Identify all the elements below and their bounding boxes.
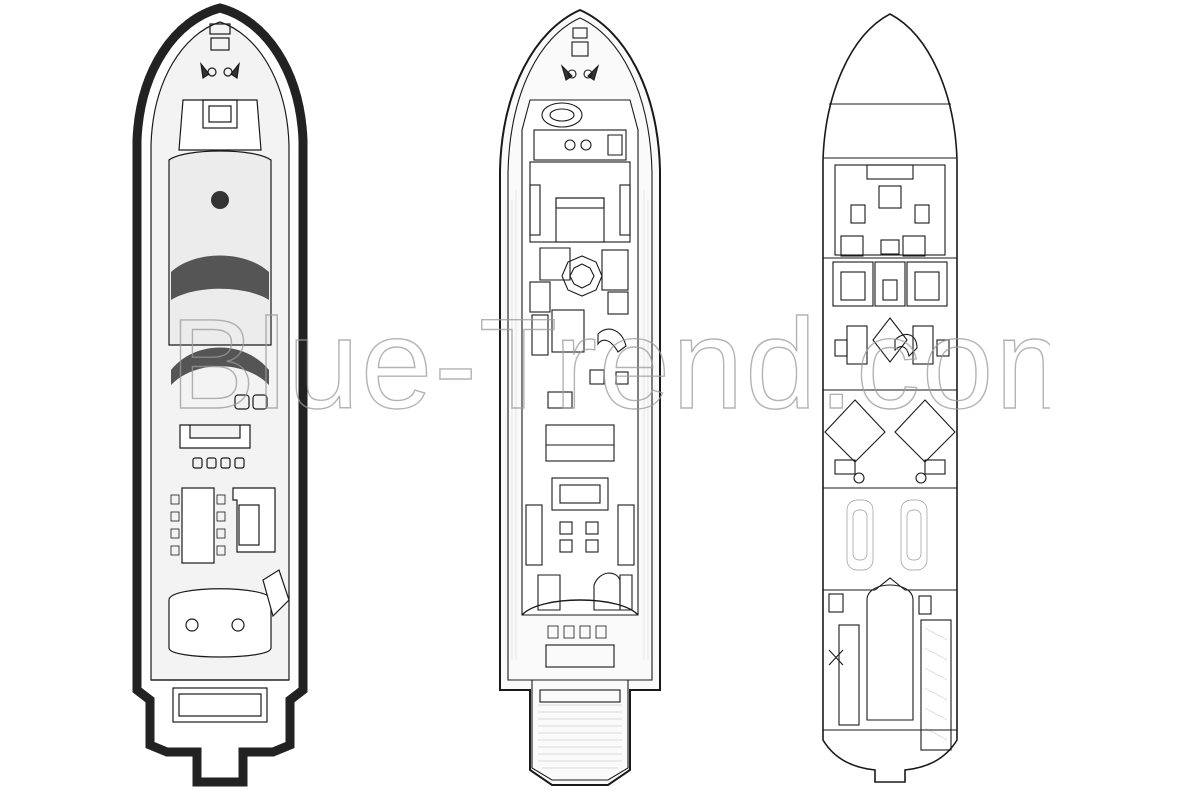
lower-deck-hull-outline (822, 13, 958, 783)
lower-deck-plan (822, 13, 958, 783)
sun-deck-plan (132, 3, 308, 787)
main-deck-plan (499, 8, 661, 786)
sun-deck-hull-outline (132, 3, 308, 787)
